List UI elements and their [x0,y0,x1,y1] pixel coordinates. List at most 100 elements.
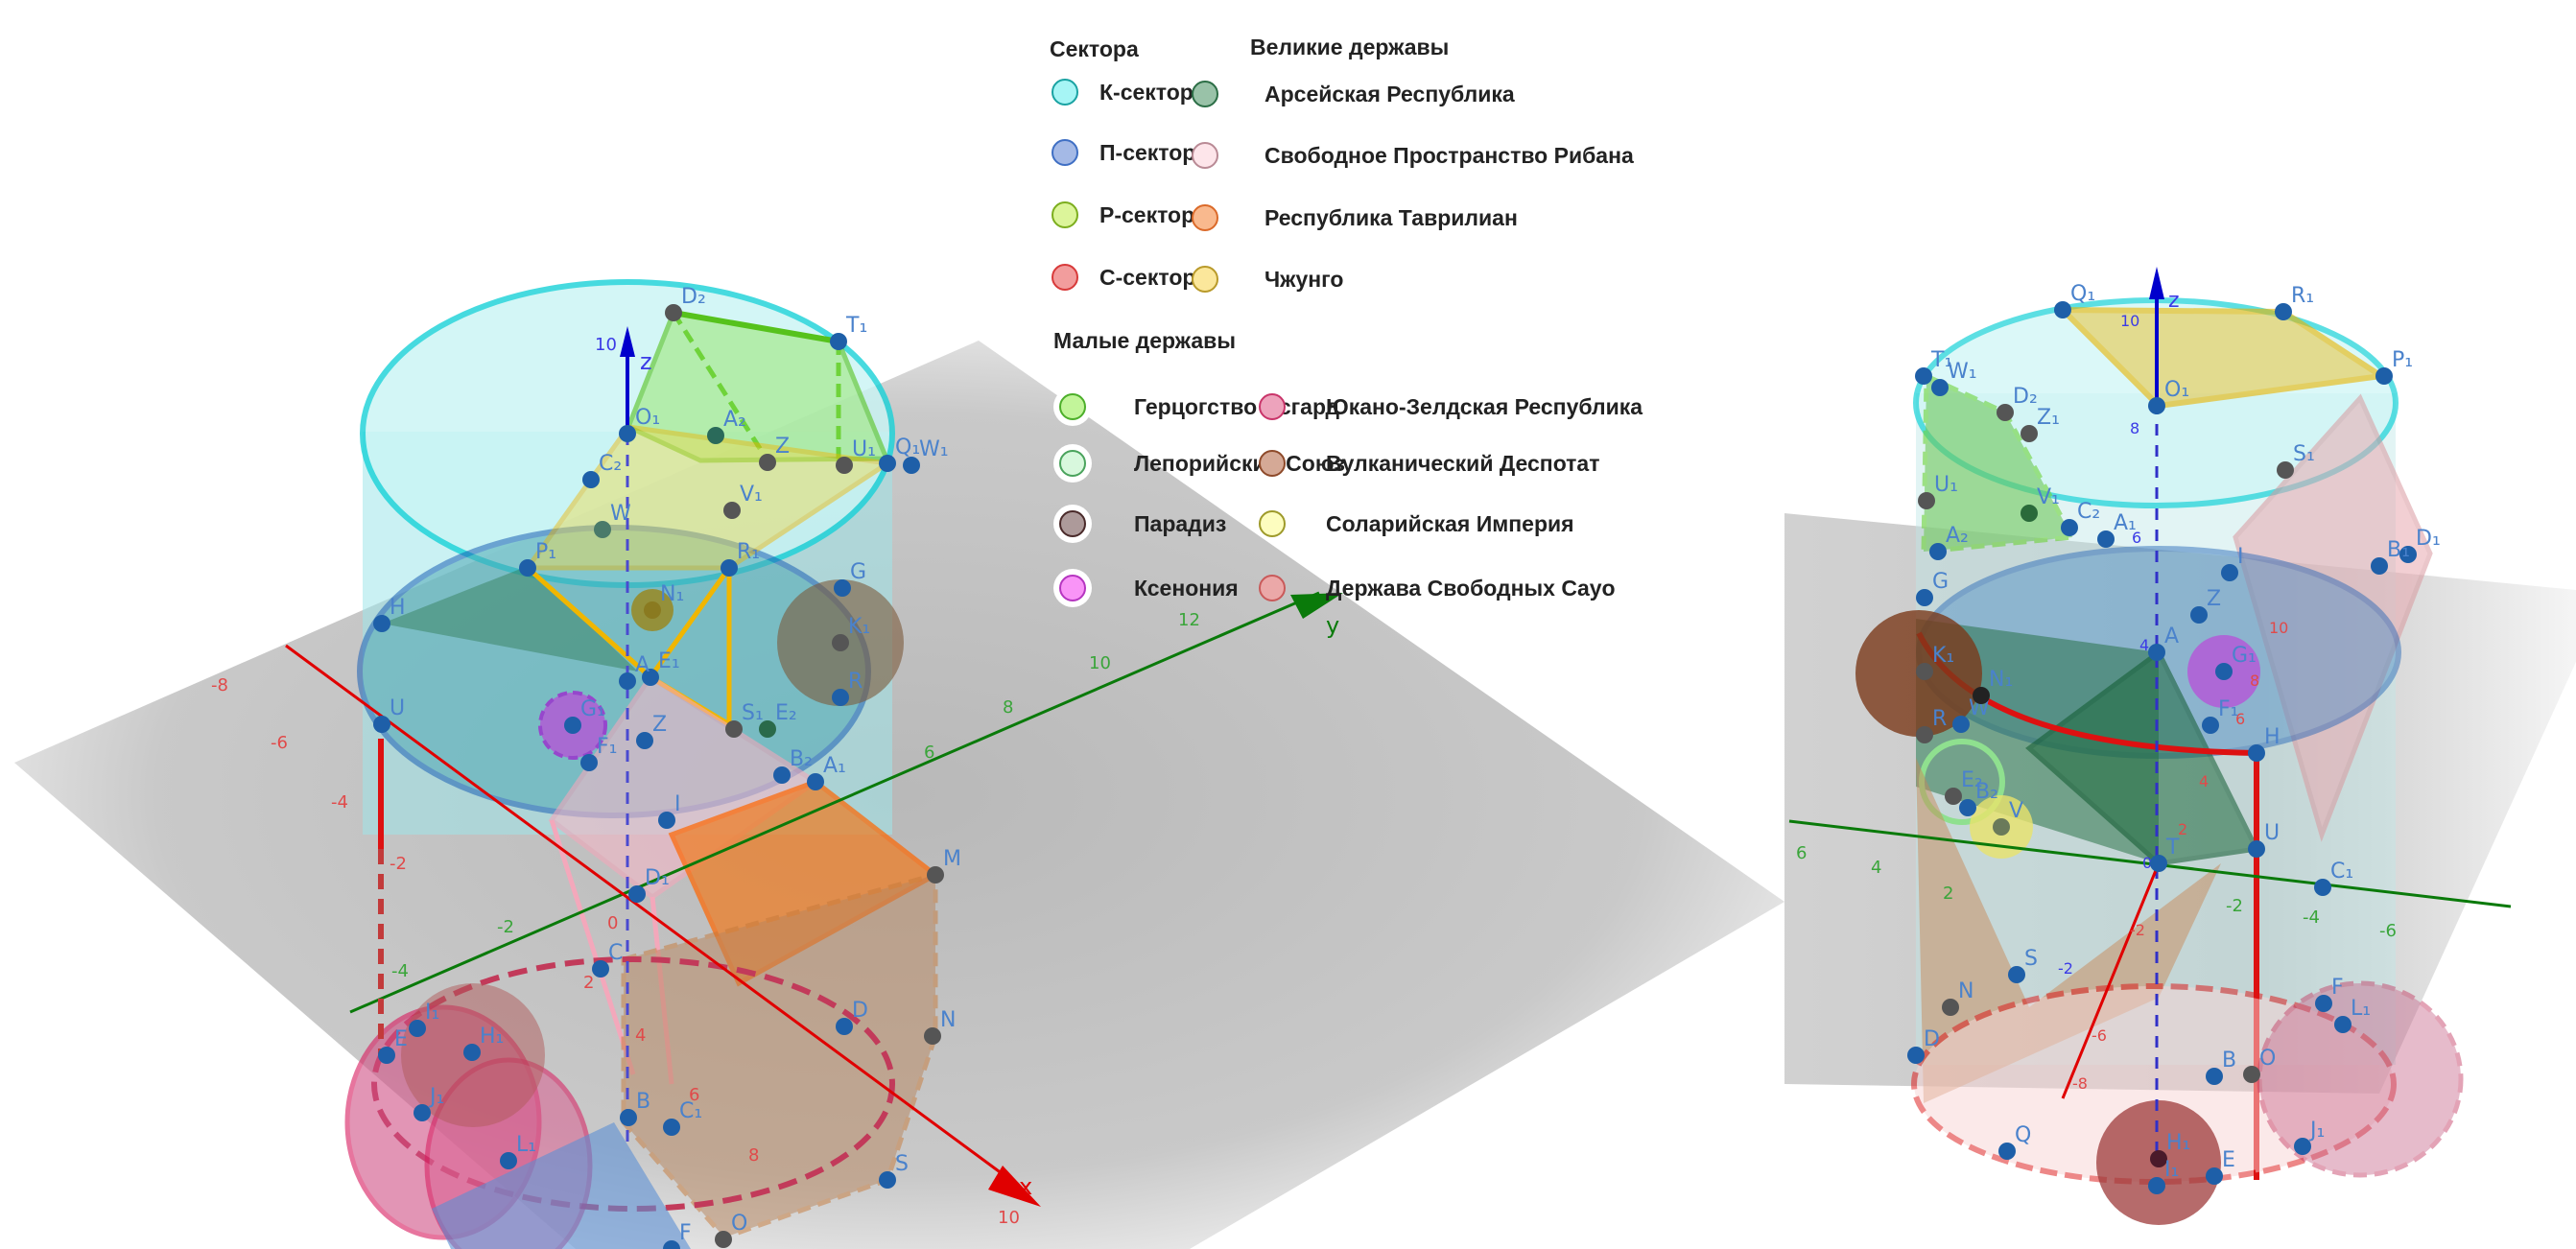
point-marker[interactable] [1997,404,2014,421]
point-marker[interactable] [2008,966,2025,983]
point-marker[interactable] [2399,546,2417,563]
point-marker[interactable] [378,1047,395,1064]
point-marker[interactable] [2054,301,2071,318]
point-marker[interactable] [924,1027,941,1045]
point-marker[interactable] [715,1231,732,1248]
x-axis-ticks: 10 8 6 4 2 -2 -6 -8 [2072,619,2288,1093]
point-marker[interactable] [2021,425,2038,442]
point-marker[interactable] [927,866,944,884]
point-marker[interactable] [2294,1138,2311,1155]
point-marker[interactable] [2150,1150,2167,1167]
point-marker[interactable] [1973,687,1990,704]
point-marker[interactable] [2206,1167,2223,1185]
point-marker[interactable] [564,717,581,734]
point-marker[interactable] [723,502,741,519]
point-marker[interactable] [409,1020,426,1037]
point-marker[interactable] [580,754,598,771]
point-marker[interactable] [759,720,776,738]
point-marker[interactable] [414,1104,431,1121]
point-marker[interactable] [2277,461,2294,479]
point-marker[interactable] [663,1240,680,1249]
point-marker[interactable] [620,1109,637,1126]
3d-view-right[interactable]: z 10 8 6 4 0 -2 6 4 2 -2 -4 -6 10 8 6 4 … [1784,0,2576,1249]
point-marker[interactable] [879,455,896,472]
point-marker[interactable] [2315,995,2332,1012]
point-marker[interactable] [636,732,653,749]
point-marker[interactable] [721,559,738,577]
point-marker[interactable] [2061,519,2078,536]
point-marker[interactable] [759,454,776,471]
point-marker[interactable] [2314,879,2331,896]
point-marker[interactable] [2334,1016,2351,1033]
point-marker[interactable] [665,304,682,321]
point-label: T [2165,836,2180,860]
point-marker[interactable] [373,716,390,733]
point-marker[interactable] [2148,397,2165,414]
point-marker[interactable] [1918,492,1935,509]
point-marker[interactable] [2021,505,2038,522]
point-label: U [2264,821,2280,845]
point-marker[interactable] [658,812,675,829]
point-marker[interactable] [619,672,636,690]
point-marker[interactable] [2202,717,2219,734]
point-marker[interactable] [619,425,636,442]
point-label: W₁ [1948,360,1977,384]
point-marker[interactable] [2148,1177,2165,1194]
point-marker[interactable] [832,634,849,651]
y-axis [349,591,1320,1014]
point-marker[interactable] [1942,999,1959,1016]
point-marker[interactable] [2275,303,2292,320]
point-marker[interactable] [2215,663,2233,680]
point-marker[interactable] [582,471,600,488]
point-marker[interactable] [628,885,646,903]
point-marker[interactable] [725,720,743,738]
point-marker[interactable] [2150,855,2167,872]
point-marker[interactable] [1959,799,1976,816]
point-marker[interactable] [1952,716,1970,733]
point-marker[interactable] [2221,564,2238,581]
point-marker[interactable] [707,427,724,444]
point-marker[interactable] [2248,840,2265,858]
point-marker[interactable] [879,1171,896,1189]
point-marker[interactable] [663,1119,680,1136]
point-marker[interactable] [2248,744,2265,762]
point-marker[interactable] [463,1044,481,1061]
point-marker[interactable] [1916,589,1933,606]
point-marker[interactable] [594,521,611,538]
point-marker[interactable] [2148,644,2165,661]
point-marker[interactable] [1916,726,1933,743]
point-marker[interactable] [519,559,536,577]
point-marker[interactable] [832,689,849,706]
point-marker[interactable] [500,1152,517,1169]
point-label: U₁ [1934,473,1958,497]
point-marker[interactable] [836,457,853,474]
point-marker[interactable] [903,457,920,474]
point-marker[interactable] [1945,788,1962,805]
point-marker[interactable] [644,601,661,619]
point-marker[interactable] [1998,1143,2016,1160]
point-marker[interactable] [2375,367,2393,385]
point-marker[interactable] [1907,1047,1925,1064]
point-marker[interactable] [773,766,791,784]
3d-view-left[interactable]: z y x 10 -4 -2 6 8 10 12 -8 -6 -4 -2 0 2… [0,0,1784,1249]
point-marker[interactable] [2190,606,2208,624]
point-marker[interactable] [1929,543,1947,560]
point-marker[interactable] [2206,1068,2223,1085]
point-label: W [610,502,631,526]
point-marker[interactable] [1931,379,1949,396]
point-marker[interactable] [807,773,824,790]
point-marker[interactable] [830,333,847,350]
point-marker[interactable] [2097,530,2115,548]
point-marker[interactable] [834,579,851,597]
point-marker[interactable] [836,1018,853,1035]
point-marker[interactable] [592,960,609,978]
point-marker[interactable] [1916,663,1933,680]
point-marker[interactable] [2243,1066,2260,1083]
point-marker[interactable] [1993,818,2010,836]
point-marker[interactable] [1915,367,1932,385]
point-marker[interactable] [2371,557,2388,575]
point-marker[interactable] [642,669,659,686]
point-marker[interactable] [373,615,390,632]
axis-label-y: y [1326,612,1339,639]
legend-swatch-icon [1259,393,1286,420]
